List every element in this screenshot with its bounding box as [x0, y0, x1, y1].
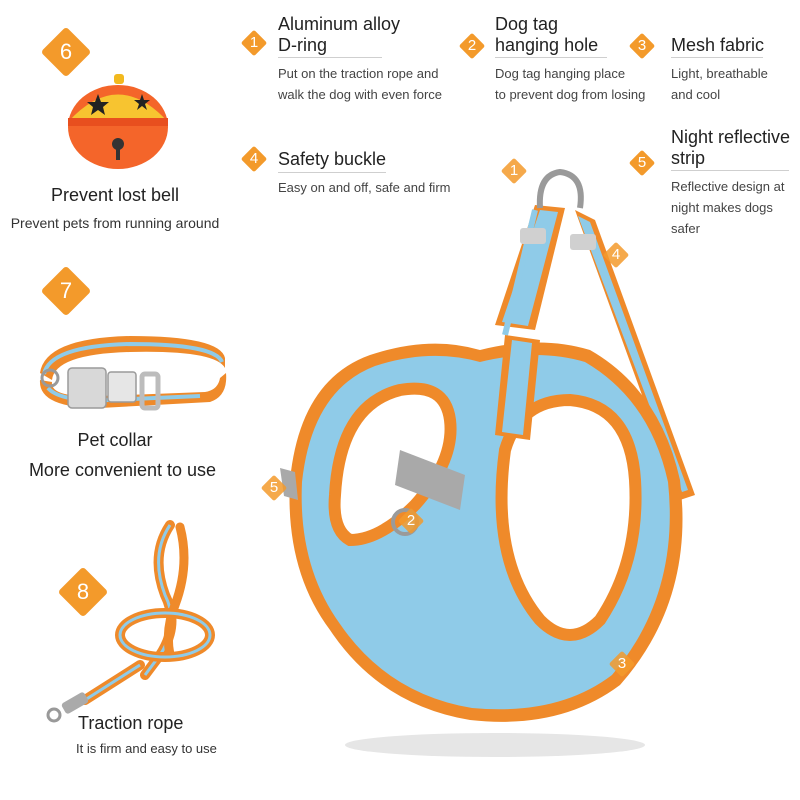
- accessory-7-title: Pet collar: [77, 430, 153, 450]
- accessory-8-badge: 8: [57, 566, 109, 618]
- accessory-8-title: Traction rope: [78, 713, 184, 733]
- accessory-7-badge: 7: [40, 265, 92, 317]
- feature-5-underline: [671, 170, 789, 171]
- feature-1-badge: 1: [240, 29, 268, 57]
- accessory-7-desc: More convenient to use: [28, 460, 217, 480]
- feature-2-underline: [495, 57, 607, 58]
- image-marker-3: 3: [608, 650, 636, 678]
- collar-image: [39, 336, 227, 411]
- feature-4-badge: 4: [240, 145, 268, 173]
- image-marker-1: 1: [500, 157, 528, 185]
- feature-2-badge: 2: [458, 32, 486, 60]
- accessory-8-desc: It is firm and easy to use: [76, 741, 217, 756]
- image-marker-5: 5: [260, 474, 288, 502]
- feature-4-desc: Easy on and off, safe and firm: [278, 180, 451, 195]
- accessory-6-badge: 6: [40, 26, 92, 78]
- feature-3-underline: [671, 57, 763, 58]
- leash-image: [46, 520, 215, 723]
- feature-4-title: Safety buckle: [278, 149, 387, 169]
- feature-5-badge: 5: [628, 149, 656, 177]
- accessory-6-desc: Prevent pets from running around: [10, 215, 220, 231]
- accessory-6-title: Prevent lost bell: [50, 185, 180, 205]
- harness-image: [280, 168, 695, 757]
- image-marker-2: 2: [397, 507, 425, 535]
- feature-3-badge: 3: [628, 32, 656, 60]
- bell-image: [68, 74, 168, 169]
- feature-3-title: Mesh fabric: [671, 35, 765, 55]
- feature-4-underline: [278, 172, 386, 173]
- feature-1-underline: [278, 57, 382, 58]
- image-marker-4: 4: [602, 241, 630, 269]
